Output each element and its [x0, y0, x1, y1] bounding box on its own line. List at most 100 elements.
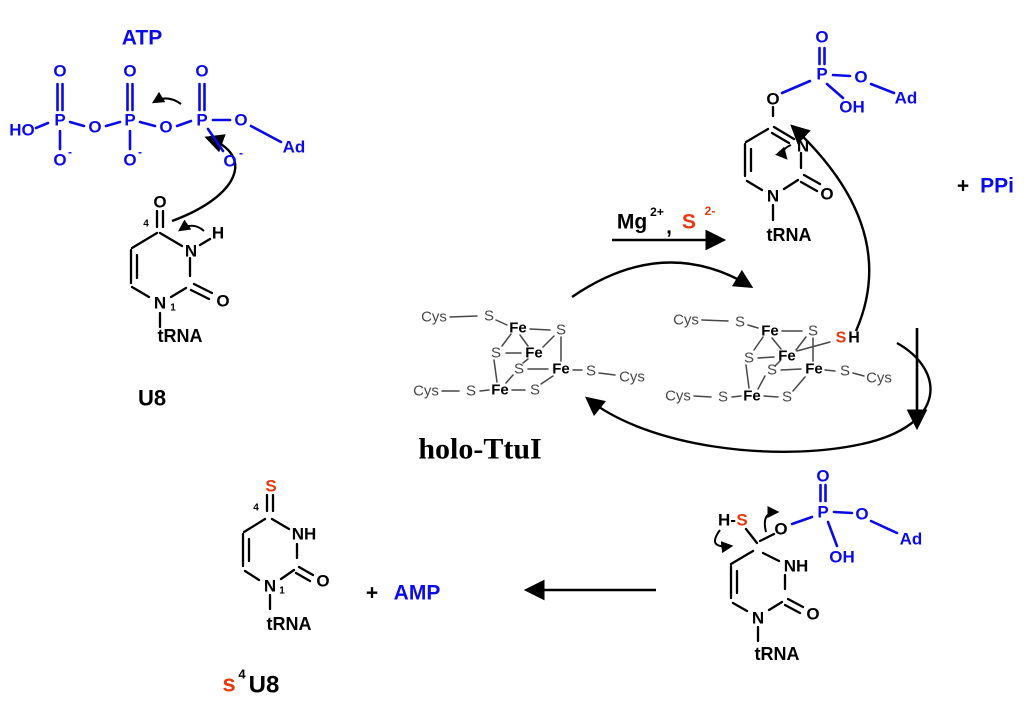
- atom-s: S: [586, 363, 596, 380]
- atom-o: O: [123, 62, 136, 81]
- sulfide-superscript: 2-: [705, 204, 716, 218]
- atom-o: O: [855, 505, 868, 524]
- ring-position-4: 4: [143, 219, 149, 230]
- right-fes-cluster-sh: Cys S Fe S S H S Fe S Fe S Cys Cys S Fe …: [665, 312, 892, 406]
- cys-ligand: Cys: [619, 369, 645, 386]
- ring-position-1: 1: [279, 586, 285, 597]
- atom-ad: Ad: [283, 138, 306, 157]
- u8-attack-arrow: [171, 134, 237, 223]
- atom-o: O: [153, 193, 166, 212]
- s4u8-product: S 4 NH O N 1 tRNA + AMP s 4 U8: [222, 477, 440, 699]
- leaving-o-curl-arrow: [763, 506, 780, 533]
- comma: ,: [666, 216, 672, 239]
- atom-s: S: [718, 389, 728, 406]
- atp-bridge-curl-arrow: [151, 91, 182, 105]
- atp-bonds: [34, 82, 283, 153]
- minus-charge: -: [239, 146, 243, 160]
- atom-p: P: [816, 65, 827, 84]
- atom-o: O: [234, 111, 247, 130]
- thiolation-phosphate-bonds: [790, 483, 899, 548]
- hs-sulfur: S: [736, 511, 747, 530]
- ring-position-1: 1: [170, 303, 176, 314]
- atom-n: N: [797, 137, 809, 156]
- atom-n: N: [185, 242, 197, 261]
- cluster-top-arc-arrow: [571, 261, 754, 298]
- cluster-return-arc-arrow: [584, 341, 932, 453]
- minus-charge: -: [138, 145, 142, 159]
- ppi-label: PPi: [980, 175, 1014, 198]
- ring-position-4: 4: [253, 503, 259, 514]
- atom-s: S: [484, 308, 494, 325]
- atom-s: S: [530, 382, 540, 399]
- s4u8-label-u8: U8: [249, 672, 280, 699]
- atom-s: S: [767, 362, 777, 379]
- atom-fe: Fe: [743, 388, 761, 405]
- thiolation-ring-bonds: [729, 527, 805, 643]
- atom-o: O: [223, 152, 236, 171]
- atom-oh: OH: [839, 98, 865, 117]
- atom-o: O: [88, 118, 101, 137]
- atom-o: O: [316, 572, 329, 591]
- atom-n: N: [264, 577, 276, 596]
- atom-fe: Fe: [509, 320, 527, 337]
- atp-molecule: ATP HO P P P O O O O O O - O - O - O Ad: [9, 27, 305, 171]
- trna-label: tRNA: [755, 644, 800, 664]
- atom-p: P: [124, 111, 135, 130]
- atom-fe: Fe: [525, 345, 543, 362]
- atom-ad: Ad: [900, 530, 923, 549]
- s4u8-label-sup: 4: [238, 667, 246, 682]
- cys-ligand: Cys: [866, 370, 892, 387]
- atom-s: S: [556, 322, 566, 339]
- s4u8-label-s: s: [222, 671, 235, 698]
- amp-label: AMP: [394, 582, 441, 605]
- u8-label: U8: [138, 386, 166, 411]
- atom-o: O: [53, 62, 66, 81]
- u8-bonds: [129, 209, 214, 329]
- cys-ligand: Cys: [673, 312, 699, 329]
- atom-ho: HO: [9, 121, 35, 140]
- mg-superscript: 2+: [650, 205, 664, 219]
- atom-n: N: [154, 294, 166, 313]
- u8-nh-curl-arrow: [178, 219, 205, 232]
- atom-p: P: [196, 111, 207, 130]
- cys-ligand: Cys: [665, 388, 691, 405]
- atom-s: S: [744, 350, 754, 367]
- atom-fe: Fe: [761, 323, 779, 340]
- atom-ad: Ad: [895, 89, 918, 108]
- atom-o: O: [159, 118, 172, 137]
- atom-o: O: [216, 292, 229, 311]
- atom-n: N: [767, 187, 779, 206]
- u8-molecule: O 4 N H O N 1 tRNA U8: [129, 193, 230, 411]
- thione-sulfur: S: [265, 477, 276, 496]
- atom-fe: Fe: [805, 361, 823, 378]
- hs-hydrogen: H-: [718, 511, 736, 530]
- atom-oh: OH: [829, 548, 855, 567]
- atom-o: O: [53, 151, 66, 170]
- atom-p: P: [817, 503, 828, 522]
- atom-s: S: [808, 323, 818, 340]
- cys-ligand: Cys: [421, 309, 447, 326]
- reaction-conditions: Mg 2+ , S 2-: [617, 204, 716, 239]
- atom-s: S: [514, 361, 524, 378]
- trna-label: tRNA: [158, 326, 203, 346]
- trna-label: tRNA: [267, 614, 312, 634]
- plus-sign: +: [366, 582, 378, 605]
- atom-fe: Fe: [778, 348, 796, 365]
- atom-nh: NH: [292, 525, 317, 544]
- atp-title: ATP: [122, 27, 162, 50]
- product-ring-bonds: [241, 493, 315, 611]
- intermediate-ring-curl-arrow: [775, 144, 792, 160]
- atom-s: S: [466, 383, 476, 400]
- adenylated-phosphate-bonds: [780, 46, 896, 100]
- atom-s: S: [782, 389, 792, 406]
- atom-o: O: [195, 62, 208, 81]
- holo-ttui-label: holo-TtuI: [418, 433, 541, 466]
- atom-o: O: [806, 605, 819, 624]
- atom-o: O: [774, 520, 787, 539]
- hs-curl-arrow: [713, 529, 734, 554]
- sh-hydrogen: H: [848, 330, 860, 347]
- atom-p: P: [54, 111, 65, 130]
- atom-nh: NH: [784, 557, 809, 576]
- left-cluster-bonds: [441, 315, 616, 392]
